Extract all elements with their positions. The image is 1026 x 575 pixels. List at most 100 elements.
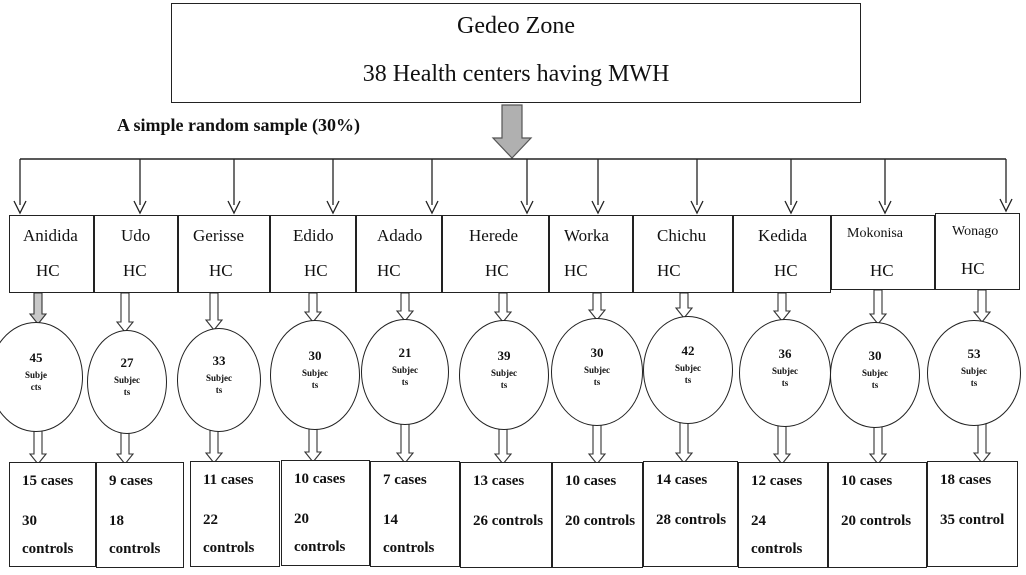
cases-count: 18 cases (940, 472, 992, 488)
hc-to-subjects-arrow (204, 292, 224, 331)
cases-controls-box: 18 cases 35 control (927, 461, 1018, 567)
subjects-label: Subjec ts (490, 368, 518, 390)
drop-arrowhead (425, 200, 439, 215)
drop-arrowhead (13, 200, 27, 215)
sampling-label: A simple random sample (30%) (117, 115, 360, 135)
health-center-name: Adado (377, 226, 423, 245)
health-center-name: Udo (121, 226, 151, 245)
health-center-label: HC (564, 261, 588, 280)
subject-count: 36 (778, 346, 792, 361)
subjects-label: Subjec ts (674, 363, 702, 385)
cases-count: 7 cases (383, 472, 427, 488)
subjects-to-results-arrow (587, 422, 607, 465)
health-center-name: Mokonisa (847, 226, 903, 241)
subject-count: 30 (590, 345, 604, 360)
gedeo-zone-box: Gedeo Zone 38 Health centers having MWH (171, 3, 861, 103)
controls-count: 30 controls (22, 513, 74, 557)
hc-to-subjects-arrow (587, 292, 607, 321)
controls-count: 28 controls (656, 512, 727, 528)
hc-to-subjects-arrow (395, 292, 415, 322)
subjects-to-results-arrow (772, 423, 792, 465)
subjects-to-results-arrow (204, 428, 224, 464)
drop-arrowhead (520, 200, 534, 215)
hc-to-subjects-arrow (303, 292, 323, 323)
hc-to-subjects-arrow (868, 289, 888, 325)
health-center-label: HC (961, 259, 985, 278)
cases-count: 14 cases (656, 472, 708, 488)
subjects-label: Subjec ts (301, 368, 329, 390)
health-center-name: Edido (293, 226, 334, 245)
hc-to-subjects-arrow (772, 292, 792, 322)
subjects-to-results-arrow (395, 421, 415, 464)
subjects-label: Subjec ts (861, 368, 889, 390)
controls-count: 26 controls (473, 513, 544, 529)
controls-count: 22 controls (203, 512, 255, 556)
drop-arrowhead (326, 200, 340, 215)
cases-count: 15 cases (22, 473, 74, 489)
drop-arrowhead (690, 200, 704, 215)
controls-count: 24 controls (751, 513, 803, 557)
subjects-to-results-arrow (674, 420, 694, 464)
drop-arrowhead (591, 200, 605, 215)
subjects-to-results-arrow (868, 424, 888, 465)
subject-count: 45 (29, 350, 43, 365)
subject-count: 27 (120, 355, 134, 370)
cases-controls-box: 11 cases 22 controls (190, 461, 280, 567)
subjects-label: Subje cts (24, 370, 48, 392)
subjects-label: Subjec ts (113, 375, 141, 397)
main-down-arrow (491, 104, 533, 159)
cases-controls-box: 9 cases 18 controls (96, 462, 184, 568)
cases-count: 13 cases (473, 473, 525, 489)
controls-count: 20 controls (841, 513, 912, 529)
health-center-label: HC (36, 261, 60, 280)
controls-count: 18 controls (109, 513, 161, 557)
hc-to-subjects-arrow (493, 292, 513, 323)
subjects-to-results-arrow (115, 430, 135, 465)
subjects-to-results-arrow (28, 428, 48, 465)
cases-count: 11 cases (203, 472, 254, 488)
controls-count: 20 controls (294, 511, 346, 555)
subjects-to-results-arrow (303, 426, 323, 463)
cases-count: 9 cases (109, 473, 153, 489)
drop-arrowhead (227, 200, 241, 215)
controls-count: 35 control (940, 512, 1005, 528)
health-center-label: HC (123, 261, 147, 280)
controls-count: 20 controls (565, 513, 636, 529)
zone-title: Gedeo Zone (457, 13, 575, 39)
subjects-label: Subjec ts (205, 373, 233, 395)
cases-count: 10 cases (294, 471, 346, 487)
health-center-name: Gerisse (193, 226, 244, 245)
health-center-name: Wonago (952, 224, 999, 239)
hc-to-subjects-arrow (972, 289, 992, 323)
cases-count: 10 cases (565, 473, 617, 489)
subject-count: 42 (681, 343, 695, 358)
subject-count: 21 (398, 345, 412, 360)
drop-arrowhead (999, 198, 1013, 213)
cases-controls-box: 15 cases 30 controls (9, 462, 96, 567)
health-center-label: HC (485, 261, 509, 280)
health-center-name: Anidida (23, 226, 78, 245)
hc-to-subjects-arrow (115, 292, 135, 333)
health-center-name: Chichu (657, 226, 707, 245)
health-center-label: HC (304, 261, 328, 280)
health-center-name: Herede (469, 226, 519, 245)
hc-to-subjects-arrow (674, 292, 694, 319)
controls-count: 14 controls (383, 512, 435, 556)
subjects-to-results-arrow (493, 426, 513, 465)
